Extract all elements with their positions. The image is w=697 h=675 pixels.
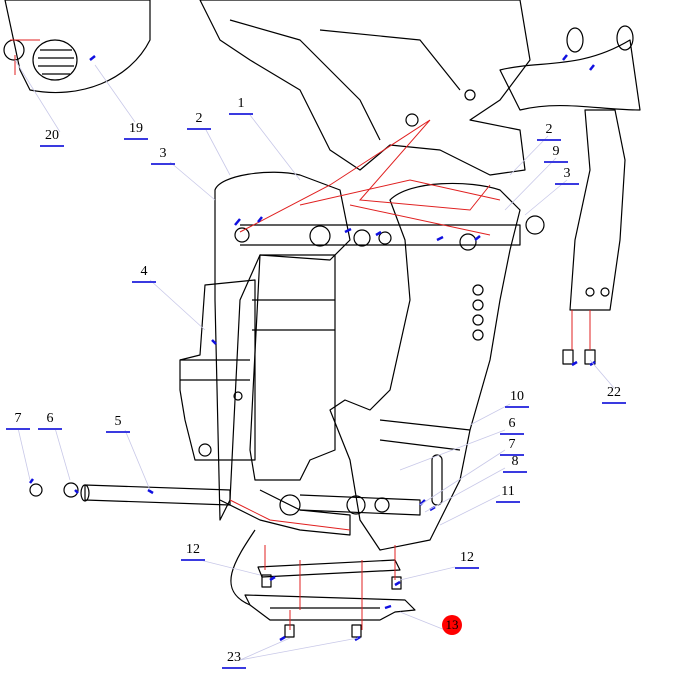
callout-6-right[interactable]: 6 <box>500 416 524 435</box>
shock-reservoir <box>179 279 256 461</box>
callout-1[interactable]: 1 <box>229 96 253 115</box>
callout-12-right[interactable]: 12 <box>455 550 479 569</box>
right-arm <box>329 182 521 551</box>
callout-2[interactable]: 2 <box>187 111 211 130</box>
lower-shaft <box>84 484 231 506</box>
callout-4[interactable]: 4 <box>132 264 156 283</box>
upper-frame <box>199 0 531 176</box>
callout-8[interactable]: 8 <box>503 454 527 473</box>
callout-19[interactable]: 19 <box>124 121 148 140</box>
callout-12-left[interactable]: 12 <box>181 542 205 561</box>
centerlines <box>10 39 591 630</box>
callout-6-left[interactable]: 6 <box>38 411 62 430</box>
markers <box>29 54 596 642</box>
mount-plate <box>257 559 401 578</box>
callout-5[interactable]: 5 <box>106 414 130 433</box>
callout-22[interactable]: 22 <box>602 385 626 404</box>
left-cover <box>4 0 151 94</box>
callout-2-right[interactable]: 2 <box>537 122 561 141</box>
callout-11[interactable]: 11 <box>496 484 520 503</box>
callout-3-right[interactable]: 3 <box>555 166 579 185</box>
callout-23[interactable]: 23 <box>222 650 246 669</box>
callout-9[interactable]: 9 <box>544 144 568 163</box>
right-bracket <box>569 109 626 311</box>
callout-7-right[interactable]: 7 <box>500 437 524 456</box>
callout-3[interactable]: 3 <box>151 146 175 165</box>
callout-7-left[interactable]: 7 <box>6 411 30 430</box>
lower-plate <box>244 594 416 621</box>
upper-shaft <box>240 224 521 246</box>
callout-10[interactable]: 10 <box>505 389 529 408</box>
handle-bar <box>499 39 641 111</box>
shock-absorber <box>249 254 336 481</box>
callout-13-highlighted[interactable]: 13 <box>442 615 462 635</box>
callout-20[interactable]: 20 <box>40 128 64 147</box>
leader-lines <box>14 59 615 661</box>
